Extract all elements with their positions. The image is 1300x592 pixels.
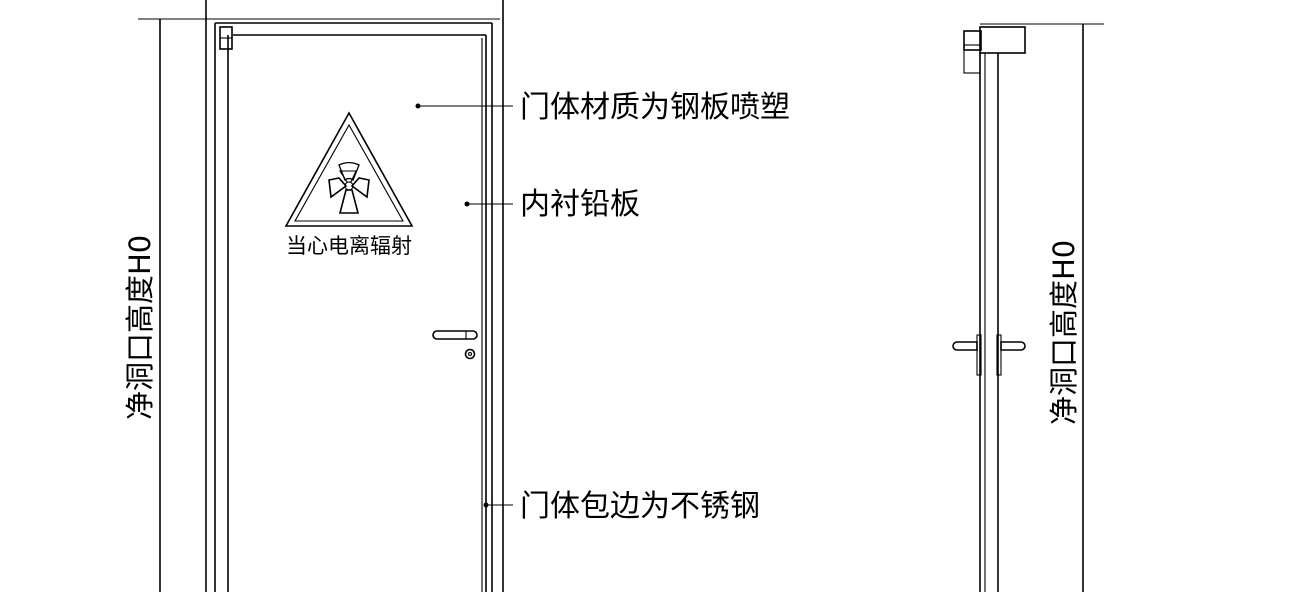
edging-label: 门体包边为不锈钢: [520, 489, 760, 524]
front-dimension-line: [138, 18, 500, 592]
material-label: 门体材质为钢板喷塑: [520, 90, 790, 125]
front-height-label: 净洞口高度H0: [123, 235, 157, 420]
lining-label: 内衬铅板: [520, 187, 640, 222]
side-door-handle: [952, 334, 1026, 376]
edging-leader: [483, 502, 513, 508]
material-leader: [415, 103, 513, 109]
side-height-label: 净洞口高度H0: [1047, 240, 1081, 425]
side-dimension-line: [980, 23, 1104, 592]
radiation-warning-sign: 当心电离辐射: [284, 111, 414, 258]
warning-sign-text: 当心电离辐射: [286, 234, 412, 258]
side-section-view: [963, 26, 1026, 592]
lining-leader: [464, 201, 513, 207]
front-door-handle: [432, 330, 478, 360]
radiation-trefoil-icon: [328, 161, 370, 214]
door-leaf: [219, 26, 487, 592]
door-frame: [205, 0, 504, 592]
